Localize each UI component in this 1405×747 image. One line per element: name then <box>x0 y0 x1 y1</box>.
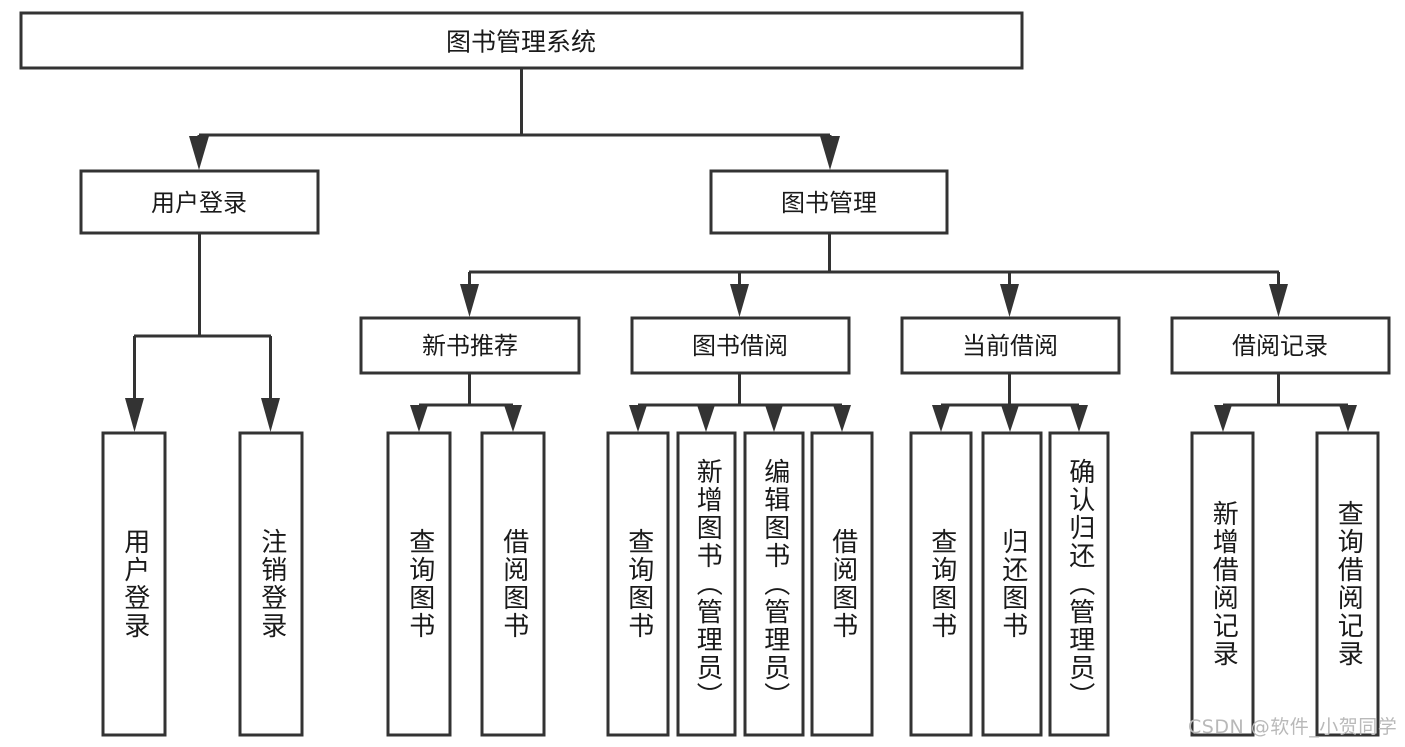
leaf-return-book-box[interactable] <box>981 431 1043 737</box>
node-user-login-label: 用户登录 <box>151 189 247 217</box>
node-borrow-record[interactable]: 借阅记录 <box>1170 316 1391 375</box>
arrow-head-leaf-confirm-return <box>1070 405 1088 432</box>
leaf-add-record-box[interactable] <box>1190 431 1255 737</box>
arrow-head-current-borrow <box>1000 284 1019 317</box>
arrow-head-leaf-user-login <box>125 398 144 432</box>
arrow-head-leaf-query-record <box>1339 405 1357 432</box>
watermark-text: CSDN @软件_小贺同学 <box>1188 716 1398 738</box>
arrow-head-book-borrow <box>730 284 749 317</box>
arrow-head-leaf-edit-book <box>765 405 783 432</box>
node-user-login[interactable]: 用户登录 <box>79 169 320 235</box>
node-book-borrow-box[interactable] <box>630 316 851 375</box>
leaf-query-book-rec-box[interactable] <box>386 431 452 737</box>
node-new-book-rec[interactable]: 新书推荐 <box>359 316 581 375</box>
connector-group-book-manage-to-level3 <box>460 233 1288 317</box>
leaf-confirm-return-box[interactable] <box>1048 431 1110 737</box>
arrow-head-to-user-login <box>189 136 209 170</box>
arrow-head-leaf-query-book-rec <box>410 405 428 432</box>
node-root-box[interactable] <box>19 11 1024 70</box>
arrow-head-leaf-add-book <box>697 405 715 432</box>
arrow-head-leaf-add-record <box>1214 405 1232 432</box>
node-borrow-record-box[interactable] <box>1170 316 1391 375</box>
leaf-borrow-book-rec-box[interactable] <box>480 431 546 737</box>
leaf-logout-box[interactable] <box>238 431 304 737</box>
connector-group-root-to-level2 <box>189 68 840 170</box>
arrow-head-new-book-rec <box>460 284 479 317</box>
node-current-borrow-label: 当前借阅 <box>962 332 1058 360</box>
node-root-label: 图书管理系统 <box>446 28 596 57</box>
leaf-edit-book-box[interactable] <box>743 431 805 737</box>
node-root[interactable]: 图书管理系统 <box>19 11 1024 70</box>
leaf-borrow-book-box[interactable] <box>810 431 874 737</box>
connector-group-current-borrow-to-leaves <box>932 373 1088 432</box>
node-current-borrow[interactable]: 当前借阅 <box>900 316 1121 375</box>
connector-group-borrow-record-to-leaves <box>1214 373 1357 432</box>
leaf-query-book-cur-box[interactable] <box>909 431 973 737</box>
leaf-user-login-box[interactable] <box>101 431 167 737</box>
connector-group-new-book-rec-to-leaves <box>410 373 522 432</box>
leaf-node-boxes <box>101 431 1380 737</box>
arrow-head-leaf-borrow-book <box>833 405 851 432</box>
arrow-head-leaf-logout <box>261 398 280 432</box>
node-new-book-rec-label: 新书推荐 <box>422 332 518 360</box>
arrow-head-leaf-query-book-borrow <box>629 405 647 432</box>
node-book-manage-box[interactable] <box>709 169 949 235</box>
node-book-borrow-label: 图书借阅 <box>692 332 788 360</box>
connector-group-book-borrow-to-leaves <box>629 373 851 432</box>
node-borrow-record-label: 借阅记录 <box>1232 332 1328 360</box>
node-current-borrow-box[interactable] <box>900 316 1121 375</box>
arrow-head-leaf-return-book <box>1001 405 1019 432</box>
leaf-query-book-borrow-box[interactable] <box>606 431 670 737</box>
arrow-head-leaf-query-book-cur <box>932 405 950 432</box>
node-book-manage[interactable]: 图书管理 <box>709 169 949 235</box>
node-book-manage-label: 图书管理 <box>781 189 877 217</box>
connector-group-user-login-to-leaves <box>125 233 280 432</box>
node-book-borrow[interactable]: 图书借阅 <box>630 316 851 375</box>
node-new-book-rec-box[interactable] <box>359 316 581 375</box>
node-user-login-box[interactable] <box>79 169 320 235</box>
arrow-head-borrow-record <box>1269 284 1288 317</box>
arrow-head-to-book-manage <box>820 136 840 170</box>
leaf-add-book-box[interactable] <box>676 431 737 737</box>
arrow-head-leaf-borrow-book-rec <box>504 405 522 432</box>
leaf-query-record-box[interactable] <box>1315 431 1380 737</box>
